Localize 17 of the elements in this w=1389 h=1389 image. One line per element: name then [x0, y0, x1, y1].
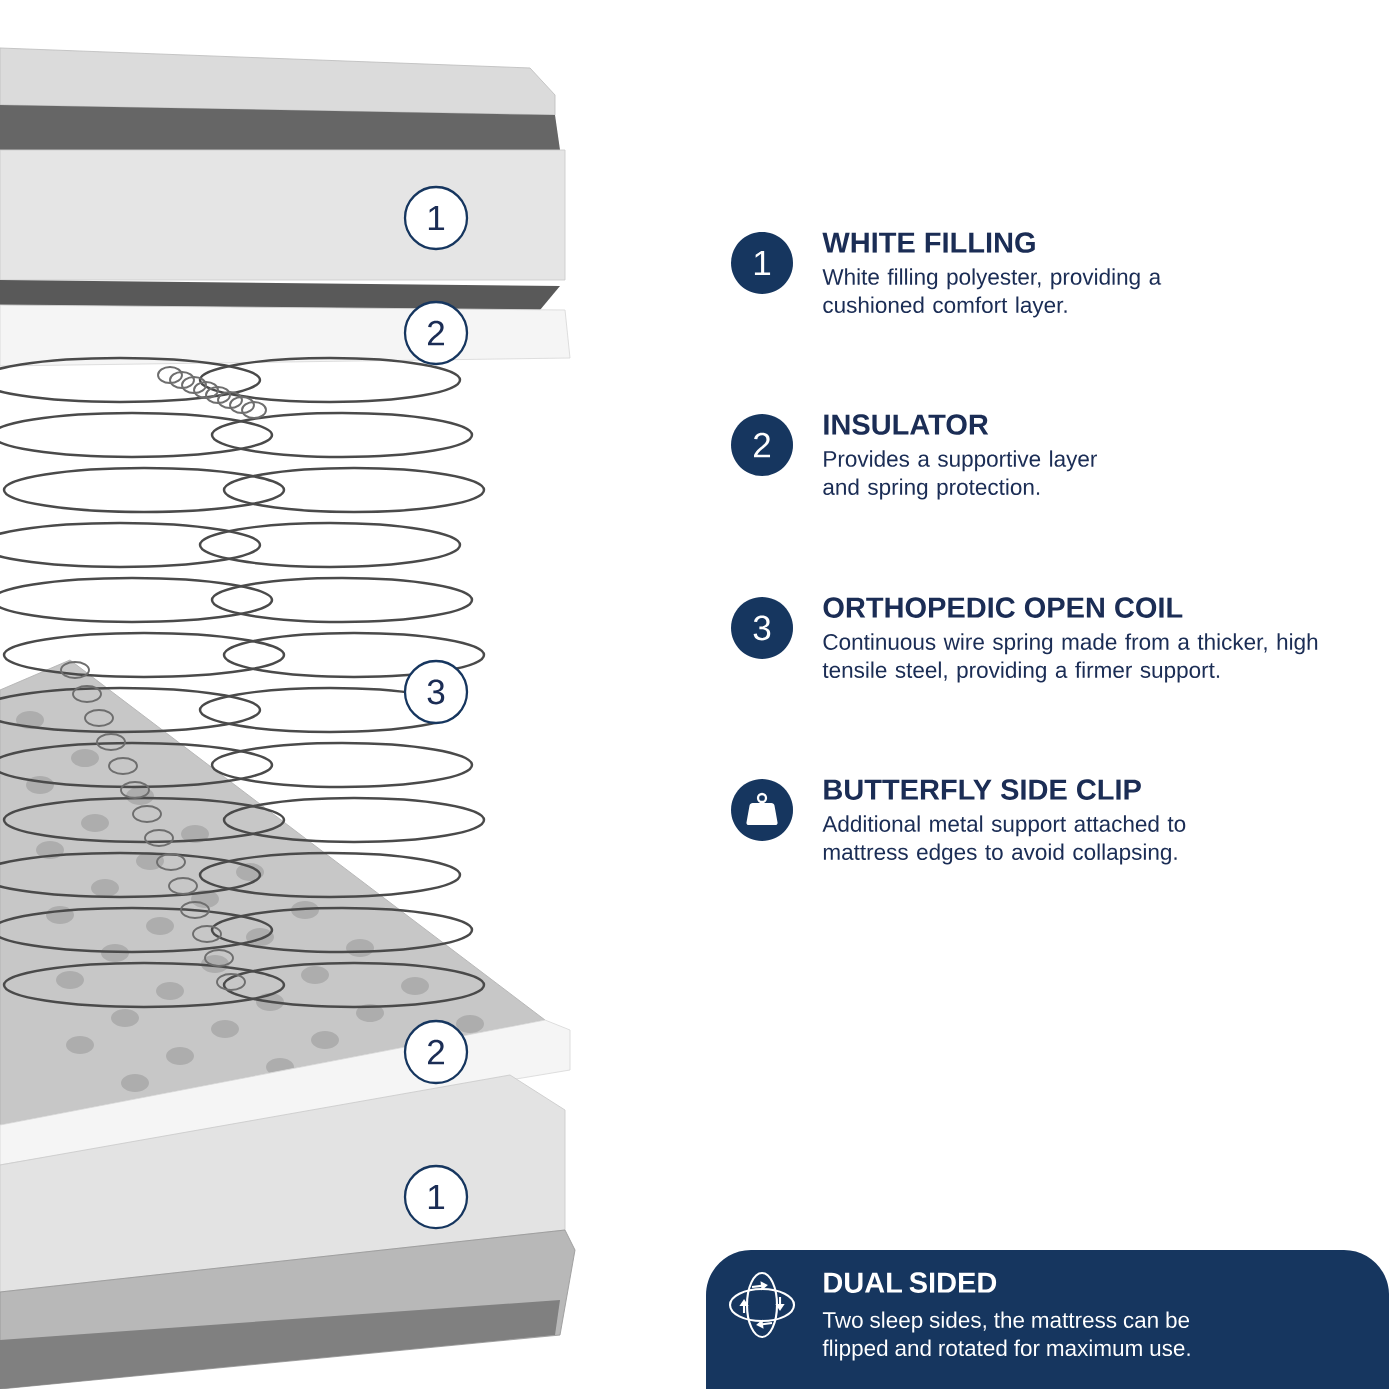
feature-heading: WHITE FILLING: [822, 232, 1035, 253]
callout-number: 1: [403, 185, 469, 251]
info-panel: DUAL SIDED Two sleep sides, the mattress can be flipped and rotated for maximum use.: [706, 1250, 1389, 1389]
feature-description: Continuous wire spring made from a thicker, high tensile steel, providing a firmer support.: [822, 633, 1318, 683]
feature-description: Additional metal support attached to mattress edges to avoid collapsing.: [822, 815, 1186, 865]
number-badge: 3: [731, 597, 793, 659]
callout-number: 1: [403, 1164, 469, 1230]
feature-description: White filling polyester, providing a cushioned comfort layer.: [822, 268, 1162, 318]
feature-heading: ORTHOPEDIC OPEN COIL: [823, 597, 1183, 618]
number-badge: 1: [731, 232, 793, 294]
feature-heading: BUTTERFLY SIDE CLIP: [824, 779, 1141, 800]
callout-number: 2: [403, 300, 469, 366]
feature-description: Provides a supportive layer and spring protection.: [823, 450, 1097, 500]
callout-number: 3: [403, 659, 469, 725]
callout-number: 2: [403, 1019, 469, 1085]
number-badge: 2: [731, 414, 793, 476]
feature-heading: INSULATOR: [824, 414, 989, 435]
